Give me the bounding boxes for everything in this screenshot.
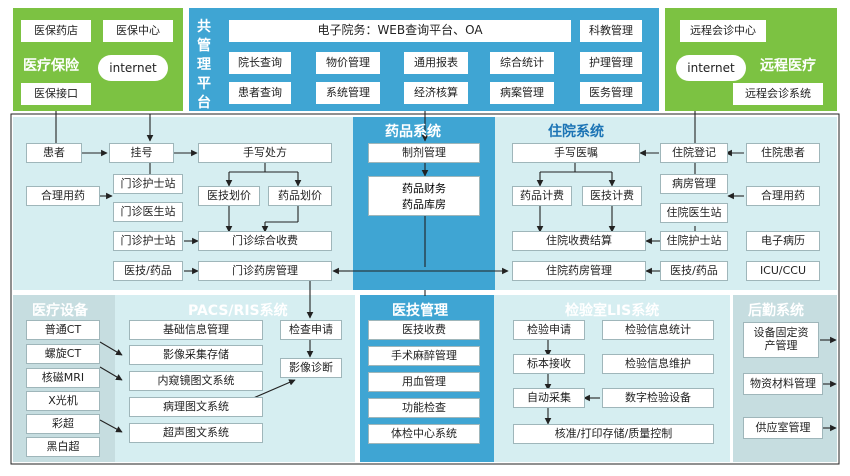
outpatient-item[interactable]: 门诊护士站 (113, 231, 183, 251)
insurance-title: 医疗保险 (23, 58, 79, 74)
outpatient-item[interactable]: 医技/药品 (113, 261, 183, 281)
tech-item[interactable]: 医技收费 (368, 320, 480, 340)
pacs-item[interactable]: 超声图文系统 (129, 423, 263, 443)
logistics-item[interactable]: 物资材料管理 (743, 373, 823, 395)
equipment-item[interactable]: 螺旋CT (26, 344, 100, 364)
inpatient-item[interactable]: 手写医嘱 (512, 143, 640, 163)
equipment-item[interactable]: X光机 (26, 391, 100, 411)
pacs-item[interactable]: 影像采集存储 (129, 345, 263, 365)
inpatient-item[interactable]: 住院患者 (746, 143, 820, 163)
pharmacy-item[interactable]: 制剂管理 (368, 143, 480, 163)
pacs-item[interactable]: 内窥镜图文系统 (129, 371, 263, 391)
shared-item[interactable]: 病案管理 (490, 82, 554, 104)
outpatient-item[interactable]: 门诊医生站 (113, 202, 183, 222)
shared-item[interactable]: 经济核算 (404, 82, 468, 104)
inpatient-item[interactable]: 医技计费 (582, 186, 642, 206)
remote-title: 远程医疗 (760, 58, 816, 74)
lis-item[interactable]: 自动采集 (513, 388, 585, 408)
outpatient-item[interactable]: 药品划价 (268, 186, 332, 206)
pharmacy-title: 药品系统 (385, 124, 441, 140)
outpatient-item[interactable]: 门诊药房管理 (198, 261, 332, 281)
outpatient-item[interactable]: 手写处方 (198, 143, 332, 163)
shared-item[interactable]: 医务管理 (580, 82, 642, 104)
inpatient-item[interactable]: 住院医生站 (660, 203, 728, 223)
equipment-item[interactable]: 彩超 (26, 414, 100, 434)
lis-item[interactable]: 检验信息统计 (602, 320, 714, 340)
tech-item[interactable]: 功能检查 (368, 398, 480, 418)
pacs-item[interactable]: 基础信息管理 (129, 320, 263, 340)
logistics-item[interactable]: 设备固定资产管理 (743, 322, 819, 358)
shared-item[interactable]: 综合统计 (490, 52, 554, 74)
logistics-item-label: 设备固定资产管理 (753, 326, 809, 352)
outpatient-item[interactable]: 挂号 (109, 143, 174, 163)
outpatient-item[interactable]: 合理用药 (26, 186, 100, 206)
inpatient-item[interactable]: 合理用药 (746, 186, 820, 206)
inpatient-item[interactable]: 医技/药品 (660, 261, 728, 281)
pharmacy-finance: 药品财务 (402, 182, 446, 195)
inpatient-title: 住院系统 (548, 124, 604, 140)
equipment-item[interactable]: 核磁MRI (26, 368, 100, 388)
tech-item[interactable]: 手术麻醉管理 (368, 346, 480, 366)
pacs-item[interactable]: 检查申请 (280, 320, 342, 340)
lis-item[interactable]: 核准/打印存储/质量控制 (513, 424, 714, 444)
pacs-item[interactable]: 病理图文系统 (129, 397, 263, 417)
insurance-item[interactable]: 医保中心 (103, 20, 173, 42)
lis-item[interactable]: 检验信息维护 (602, 354, 714, 374)
shared-platform-title-text: 共管理平台 (197, 19, 211, 111)
internet-cloud: internet (676, 55, 746, 81)
pharmacy-storage: 药品库房 (402, 198, 446, 211)
pharmacy-finance-box[interactable]: 药品财务 药品库房 (368, 176, 480, 216)
remote-item[interactable]: 远程会诊中心 (680, 20, 766, 42)
tech-title: 医技管理 (392, 303, 448, 319)
shared-item[interactable]: 系统管理 (316, 82, 380, 104)
pacs-item[interactable]: 影像诊断 (280, 358, 342, 378)
inpatient-item[interactable]: ICU/CCU (746, 261, 820, 281)
outpatient-item[interactable]: 医技划价 (198, 186, 260, 206)
inpatient-item[interactable]: 住院收费结算 (512, 231, 646, 251)
inpatient-item[interactable]: 住院药房管理 (512, 261, 646, 281)
shared-item[interactable]: 院长查询 (229, 52, 291, 74)
lis-title: 检验室LIS系统 (565, 303, 660, 319)
tech-item[interactable]: 体检中心系统 (368, 424, 480, 444)
lis-item[interactable]: 数字检验设备 (602, 388, 714, 408)
outpatient-item[interactable]: 患者 (26, 143, 82, 163)
shared-item[interactable]: 科教管理 (580, 20, 642, 42)
equipment-item[interactable]: 普通CT (26, 320, 100, 340)
remote-item[interactable]: 远程会诊系统 (733, 83, 823, 105)
inpatient-item[interactable]: 住院护士站 (660, 231, 728, 251)
shared-item[interactable]: 患者查询 (229, 82, 291, 104)
equipment-item[interactable]: 黑白超 (26, 437, 100, 457)
shared-item-wide[interactable]: 电子院务：WEB查询平台、OA (229, 20, 571, 42)
shared-platform-title: 共管理平台 (197, 18, 215, 113)
logistics-title: 后勤系统 (748, 303, 804, 319)
insurance-item[interactable]: 医保药店 (21, 20, 91, 42)
insurance-item[interactable]: 医保接口 (21, 83, 91, 105)
logistics-item[interactable]: 供应室管理 (743, 417, 823, 439)
inpatient-item[interactable]: 药品计费 (512, 186, 572, 206)
shared-item[interactable]: 通用报表 (404, 52, 468, 74)
tech-item[interactable]: 用血管理 (368, 372, 480, 392)
inpatient-item[interactable]: 电子病历 (746, 231, 820, 251)
outpatient-item[interactable]: 门诊护士站 (113, 174, 183, 194)
lis-item[interactable]: 检验申请 (513, 320, 585, 340)
shared-item[interactable]: 护理管理 (580, 52, 642, 74)
lis-item[interactable]: 标本接收 (513, 354, 585, 374)
inpatient-item[interactable]: 住院登记 (660, 143, 728, 163)
shared-item[interactable]: 物价管理 (316, 52, 380, 74)
inpatient-item[interactable]: 病房管理 (660, 174, 728, 194)
outpatient-item[interactable]: 门诊综合收费 (198, 231, 332, 251)
internet-cloud: internet (98, 55, 168, 81)
equipment-title: 医疗设备 (32, 303, 88, 319)
pacs-title: PACS/RIS系统 (188, 303, 288, 319)
